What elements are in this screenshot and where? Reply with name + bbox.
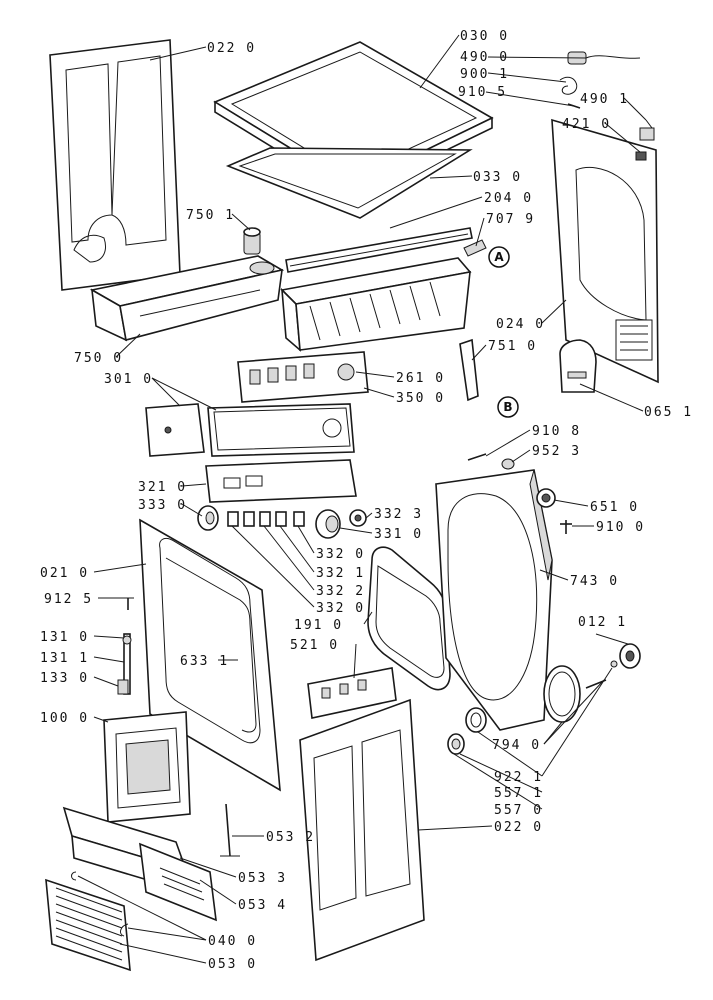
part-number-label: 022 0: [494, 820, 543, 835]
part-number-label: 557 0: [494, 803, 543, 818]
part-number-label: 053 4: [238, 898, 287, 913]
part-number-label: 633 1: [180, 654, 229, 669]
housing-screw: [560, 520, 572, 534]
part-number-label: 332 0: [316, 547, 365, 562]
water-container: [89, 255, 285, 342]
part-number-label: 053 2: [266, 830, 315, 845]
leader-lines: [77, 34, 647, 964]
rear-panel: [551, 118, 659, 384]
part-number-label: 751 0: [488, 339, 537, 354]
thermostat: [536, 488, 556, 508]
part-number-label: 261 0: [396, 371, 445, 386]
filter-connector: [635, 119, 655, 161]
dispenser-cap: [243, 227, 261, 255]
part-number-label: 490 1: [580, 92, 629, 107]
pin-part: [463, 239, 487, 257]
part-number-label: 910 0: [596, 520, 645, 535]
belt-ring: [543, 665, 581, 723]
sensor-screw: [467, 453, 515, 470]
part-number-label: 332 1: [316, 566, 365, 581]
part-number-label: 024 0: [496, 317, 545, 332]
part-number-label: 910 5: [458, 85, 507, 100]
marker-b-letter: B: [503, 400, 512, 414]
rear-drum-housing: [435, 469, 553, 731]
part-number-label: 131 1: [40, 651, 89, 666]
part-number-label: 333 0: [138, 498, 187, 513]
kickplate-grille: [45, 878, 131, 972]
part-number-label: 065 1: [644, 405, 693, 420]
kickplate-panel: [139, 842, 217, 922]
part-number-label: 750 0: [74, 351, 123, 366]
push-buttons: [227, 511, 305, 527]
door-seal-wire: [165, 557, 257, 733]
part-number-label: 332 0: [316, 601, 365, 616]
part-number-label: 100 0: [40, 711, 89, 726]
part-number-label: 331 0: [374, 527, 423, 542]
part-number-label: 022 0: [207, 41, 256, 56]
part-number-label: 743 0: [570, 574, 619, 589]
part-number-label: 707 9: [486, 212, 535, 227]
part-number-label: 204 0: [484, 191, 533, 206]
bearing-parts: [447, 707, 487, 755]
marker-a-letter: A: [494, 250, 504, 264]
inner-door: [103, 711, 191, 823]
part-number-label: 033 0: [473, 170, 522, 185]
door-gasket: [367, 546, 451, 691]
part-number-label: 133 0: [40, 671, 89, 686]
part-number-label: 131 0: [40, 630, 89, 645]
top-rail: [285, 227, 473, 273]
marker-b: B: [497, 396, 519, 418]
control-panel: [145, 403, 355, 457]
drain-pipe: [459, 338, 479, 402]
part-number-label: 557 1: [494, 786, 543, 801]
part-number-label: 750 1: [186, 208, 235, 223]
indicator-wheel: [349, 509, 367, 527]
part-number-label: 794 0: [492, 738, 541, 753]
part-number-label: 332 3: [374, 507, 423, 522]
pulley-wheel: [585, 643, 641, 689]
part-number-label: 021 0: [40, 566, 89, 581]
part-number-label: 651 0: [590, 500, 639, 515]
part-number-label: 910 8: [532, 424, 581, 439]
part-number-label: 521 0: [290, 638, 339, 653]
part-number-label: 350 0: [396, 391, 445, 406]
part-number-label: 321 0: [138, 480, 187, 495]
part-number-label: 952 3: [532, 444, 581, 459]
part-number-label: 490 0: [460, 50, 509, 65]
top-insulation-sheet: [225, 147, 473, 219]
part-number-label: 332 2: [316, 584, 365, 599]
part-number-label: 301 0: [104, 372, 153, 387]
part-number-label: 421 0: [562, 117, 611, 132]
part-number-label: 053 3: [238, 871, 287, 886]
panel-fascia: [205, 459, 357, 503]
part-number-label: 040 0: [208, 934, 257, 949]
cable-clip: [559, 76, 578, 95]
part-number-label: 030 0: [460, 29, 509, 44]
part-number-label: 053 0: [208, 957, 257, 972]
electronic-board: [237, 351, 369, 403]
filter-cover: [559, 339, 597, 393]
side-panel-left: [49, 39, 181, 291]
marker-a: A: [488, 246, 510, 268]
timer-knob: [315, 509, 341, 539]
console-frame: [280, 257, 472, 352]
program-knob: [197, 505, 219, 531]
door-hinge: [117, 633, 132, 695]
part-number-label: 900 1: [460, 67, 509, 82]
support-foot: [220, 803, 240, 857]
part-labels: 022 0 030 0 490 0 900 1 910 5 490 1 421 …: [40, 29, 693, 972]
part-number-label: 912 5: [44, 592, 93, 607]
part-number-label: 922 1: [494, 770, 543, 785]
door-screw: [124, 597, 134, 610]
kickplate-clips: [71, 871, 129, 937]
motor-control-board: [307, 667, 397, 719]
side-panel-right: [299, 698, 425, 962]
part-number-label: 012 1: [578, 615, 627, 630]
part-number-label: 191 0: [294, 618, 343, 633]
